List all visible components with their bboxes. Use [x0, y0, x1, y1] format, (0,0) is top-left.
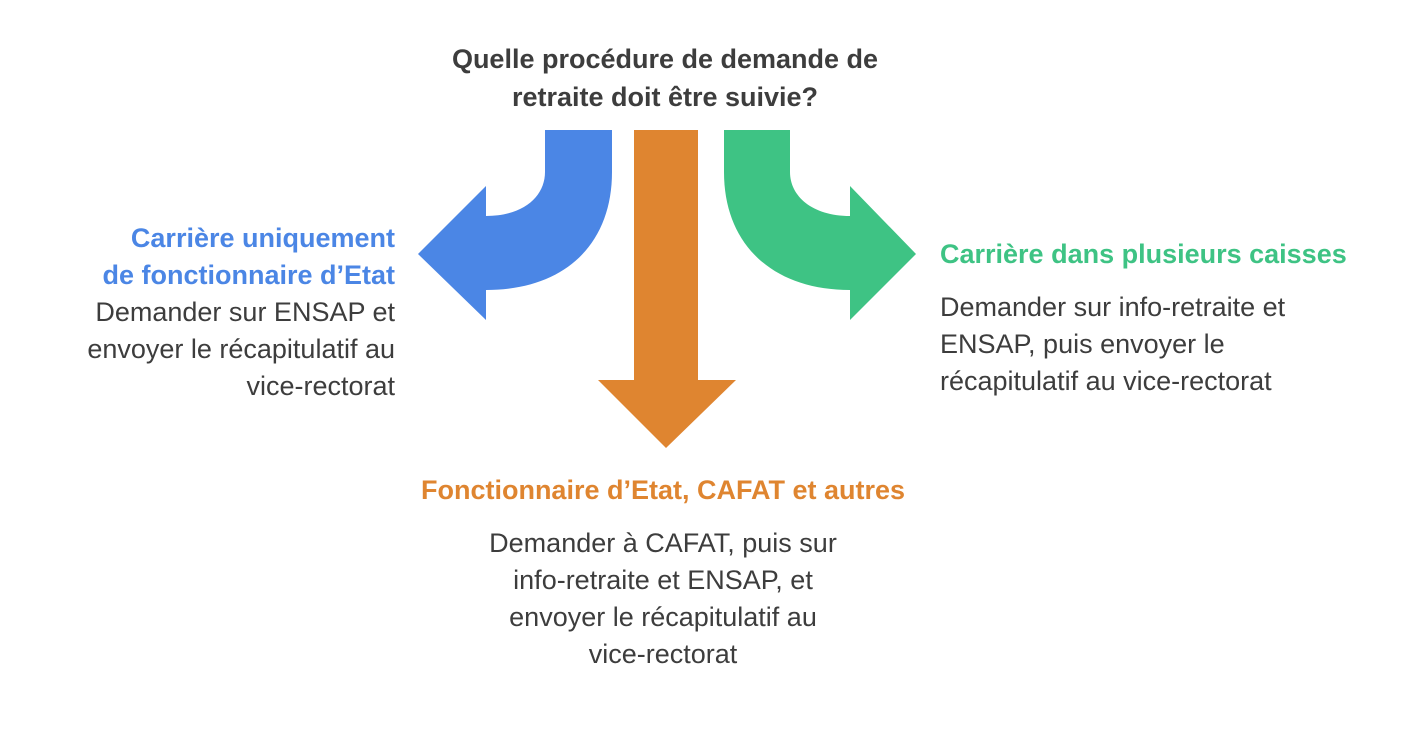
right-branch-description: Demander sur info-retraite et ENSAP, pui… [940, 289, 1380, 400]
left-desc-line: Demander sur ENSAP et [95, 297, 395, 327]
bottom-branch-title: Fonctionnaire d’Etat, CAFAT et autres [420, 475, 906, 505]
left-branch-description: Demander sur ENSAP et envoyer le récapit… [20, 294, 395, 405]
bottom-desc-line: vice-rectorat [588, 639, 738, 669]
bottom-branch-arrow [598, 130, 736, 448]
right-desc-line: récapitulatif au vice-rectorat [940, 366, 1272, 396]
question-line: Quelle procédure de demande de [451, 44, 879, 74]
left-title-line: Carrière uniquement [130, 223, 395, 253]
left-branch-arrow [418, 130, 612, 320]
bottom-desc-line: info-retraite et ENSAP, et [513, 565, 813, 595]
right-branch-arrow [724, 130, 916, 320]
bottom-desc-line: envoyer le récapitulatif au [509, 602, 817, 632]
question-title: Quelle procédure de demande de retraite … [380, 40, 950, 116]
right-desc-line: ENSAP, puis envoyer le [940, 329, 1225, 359]
bottom-desc-line: Demander à CAFAT, puis sur [489, 528, 837, 558]
left-branch: Carrière uniquement de fonctionnaire d’E… [20, 220, 395, 405]
bottom-branch: Fonctionnaire d’Etat, CAFAT et autres De… [383, 472, 943, 673]
left-branch-title: Carrière uniquement de fonctionnaire d’E… [20, 220, 395, 294]
left-desc-line: vice-rectorat [246, 371, 395, 401]
right-branch-title: Carrière dans plusieurs caisses [940, 239, 1347, 269]
bottom-branch-description: Demander à CAFAT, puis sur info-retraite… [383, 525, 943, 673]
question-line: retraite doit être suivie? [511, 82, 819, 112]
right-branch: Carrière dans plusieurs caisses Demander… [940, 236, 1380, 400]
left-desc-line: envoyer le récapitulatif au [87, 334, 395, 364]
right-desc-line: Demander sur info-retraite et [940, 292, 1286, 322]
left-title-line: de fonctionnaire d’Etat [102, 260, 395, 290]
